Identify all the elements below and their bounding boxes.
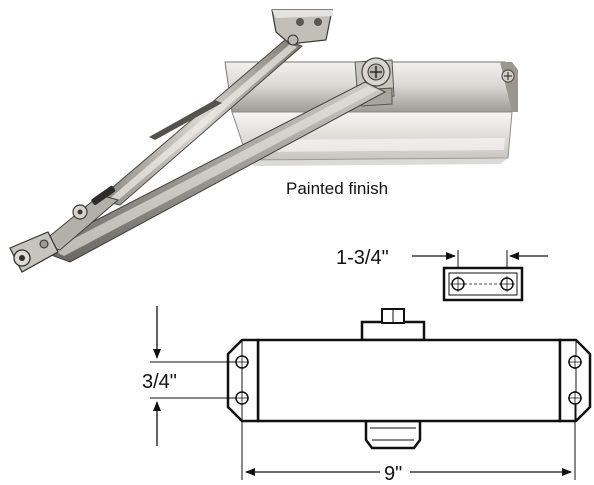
body-length-dimension (241, 405, 576, 480)
body-hole-bottom-left (235, 391, 249, 405)
main-arm (36, 81, 387, 263)
door-closer-photo (9, 9, 518, 273)
arm-shoe (9, 231, 59, 273)
bracket-width-label: 1-3/4" (336, 247, 389, 269)
body-hole-bottom-right (568, 391, 582, 405)
forearm (38, 185, 120, 251)
bracket-width-dimension (412, 250, 548, 268)
closer-body-drawing (226, 308, 592, 450)
elbow-joint (72, 204, 88, 220)
body-hole-top-right (568, 355, 582, 369)
body-height-label: 3/4" (142, 371, 177, 393)
body-length-label: 9" (384, 463, 402, 485)
body-height-dimension (150, 306, 236, 446)
photo-caption: Painted finish (286, 179, 388, 198)
body-hole-top-left (235, 355, 249, 369)
mounting-bracket (271, 9, 334, 46)
bracket-detail (442, 266, 524, 302)
